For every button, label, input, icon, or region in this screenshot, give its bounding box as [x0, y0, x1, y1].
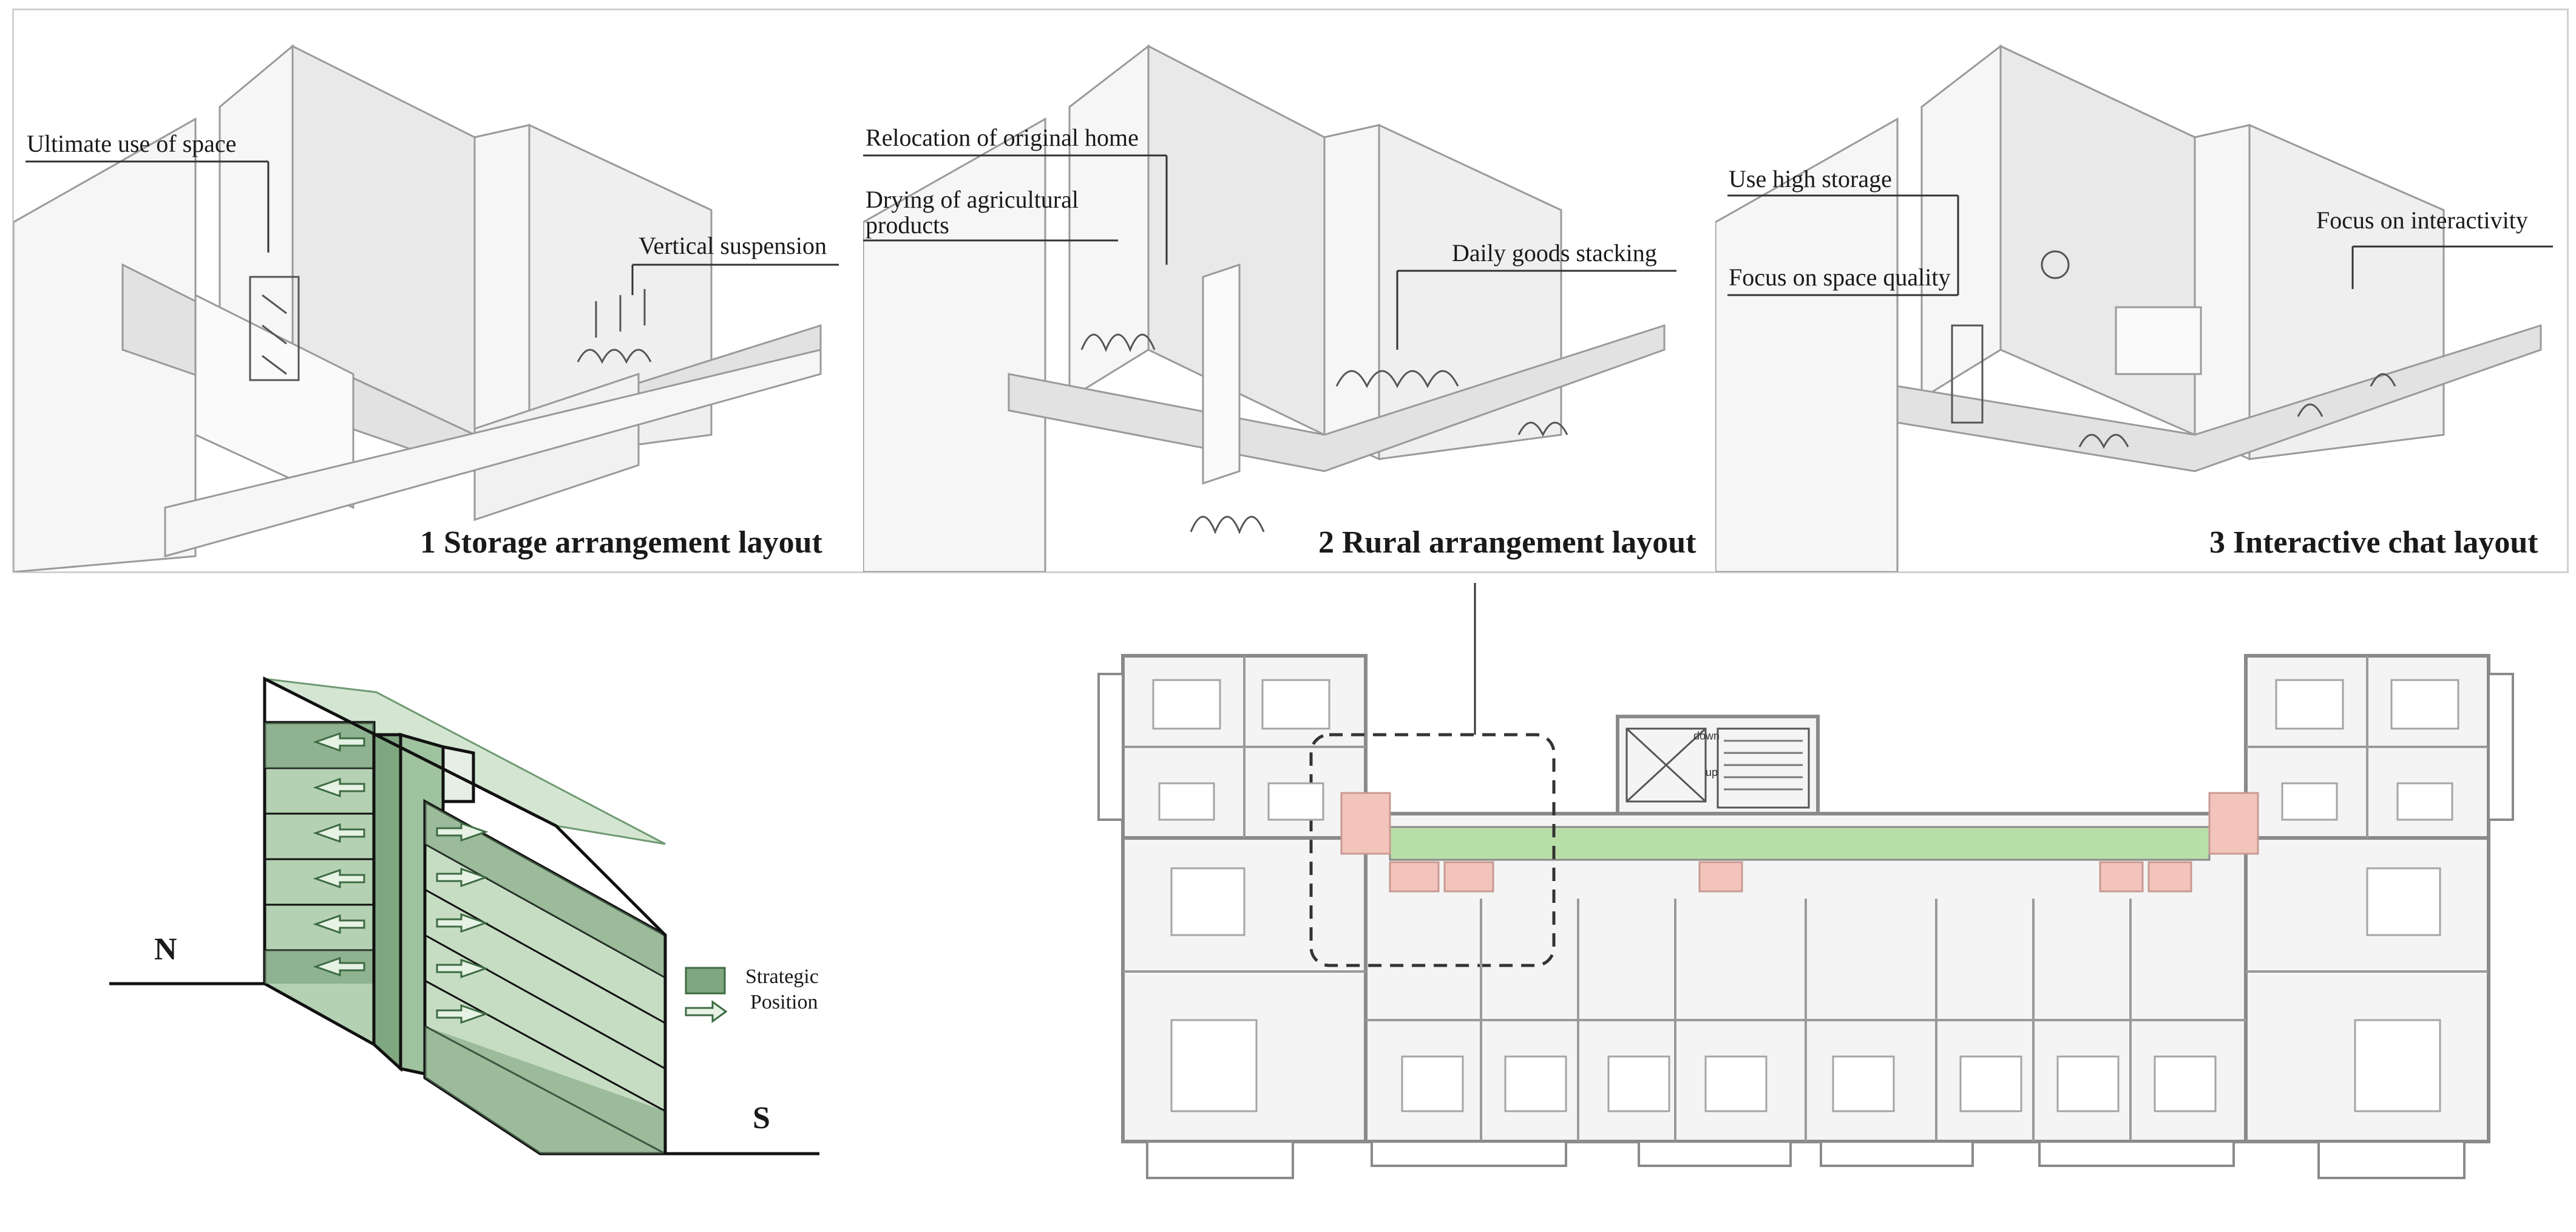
legend-label-strategic: Strategic [745, 965, 819, 988]
callout-focus-on-interactivity: Focus on interactivity [2316, 206, 2528, 234]
callout-relocation-of-original-home: Relocation of original home [866, 124, 1139, 151]
callout-use-high-storage: Use high storage [1729, 165, 1892, 192]
building-section-diagram: N S Strategic Position [0, 583, 1032, 1229]
storage-layout-axonometric [13, 44, 839, 572]
callout-ultimate-use-of-space: Ultimate use of space [27, 130, 237, 157]
callout-daily-goods-stacking: Daily goods stacking [1452, 239, 1657, 267]
floor-plan: down up [1032, 583, 2576, 1229]
callout-focus-on-space-quality: Focus on space quality [1729, 264, 1951, 291]
north-label: N [154, 932, 177, 967]
panel-2-caption: 2 Rural arrangement layout [1318, 525, 1696, 560]
panel-3-caption: 3 Interactive chat layout [2209, 525, 2538, 560]
interactive-layout-axonometric [1715, 44, 2553, 572]
panel-rural-layout: Relocation of original home Drying of ag… [863, 10, 1713, 572]
section-axonometric [109, 676, 819, 1155]
legend-swatch [685, 967, 726, 995]
callout-drying-of-agricultural-products: Drying of agricultural products [866, 186, 1079, 239]
focus-area-outline [1309, 733, 1556, 967]
panel-storage-layout: Ultimate use of space Vertical suspensio… [13, 10, 863, 572]
stair-label-up: up [1706, 766, 1718, 778]
stair-label-down: down [1693, 730, 1720, 742]
rural-layout-axonometric [863, 44, 1676, 572]
panel-1-caption: 1 Storage arrangement layout [420, 525, 822, 560]
legend-label-position: Position [750, 991, 818, 1013]
south-label: S [753, 1101, 770, 1135]
floor-plan-drawing: down up [1097, 583, 2514, 1179]
panel-interactive-layout: Use high storage Focus on space quality … [1715, 10, 2568, 572]
callout-vertical-suspension: Vertical suspension [639, 232, 827, 259]
shared-corridor [1389, 826, 2211, 861]
legend-arrow-icon [685, 1000, 728, 1023]
